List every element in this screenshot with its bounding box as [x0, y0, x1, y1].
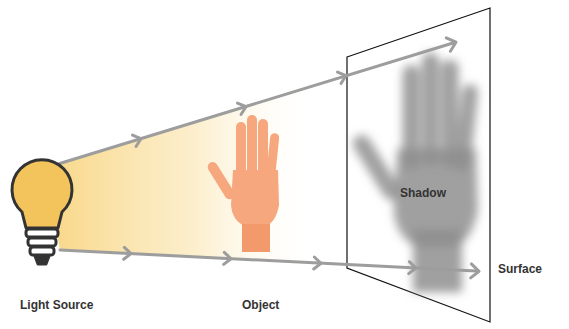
shadow-label: Shadow — [400, 186, 446, 200]
hand-wrist — [242, 224, 270, 252]
light-bulb — [12, 160, 72, 264]
surface-label: Surface — [498, 262, 542, 276]
light-rays — [45, 36, 479, 279]
object-label: Object — [242, 298, 279, 312]
hand-shadow — [350, 53, 479, 293]
light-source-label: Light Source — [20, 298, 93, 312]
hand-object — [206, 115, 280, 252]
light-beam — [45, 84, 320, 263]
